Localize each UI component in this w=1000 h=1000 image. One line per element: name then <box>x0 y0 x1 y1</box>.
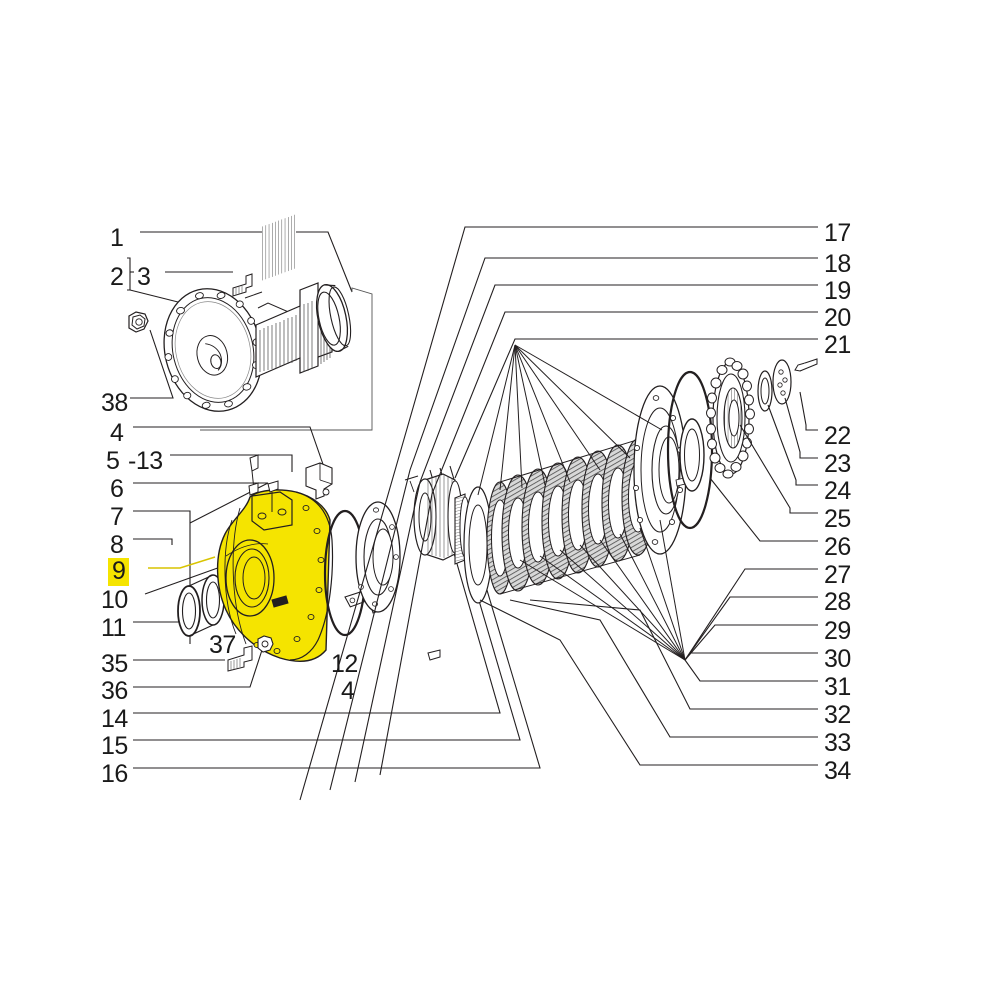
part-label-7: 7 <box>110 503 124 531</box>
part-label-21: 21 <box>824 331 851 359</box>
part-label-24: 24 <box>824 477 851 505</box>
brake-piston <box>404 473 471 661</box>
part-label-20: 20 <box>824 304 851 332</box>
flange-nut-top <box>128 311 149 333</box>
part-label-27: 27 <box>824 561 851 589</box>
carrier-flange <box>632 370 714 555</box>
part-label-36: 36 <box>101 677 128 705</box>
part-label-9: 9 <box>108 558 130 586</box>
part-label-33: 33 <box>824 729 851 757</box>
leader-fan-disc-pack <box>519 519 686 661</box>
friction-disc-pack <box>463 438 655 604</box>
part-label-2: 2 <box>110 263 124 291</box>
part-label-28: 28 <box>824 588 851 616</box>
leader-lines-right-mid <box>739 391 818 514</box>
part-label-4: 4 <box>341 677 355 705</box>
part-label-35: 35 <box>101 650 128 678</box>
washer-and-retainer <box>757 358 818 412</box>
part-label-13: -13 <box>128 447 163 475</box>
hex-bolt-lower <box>227 645 253 672</box>
leader-lines-right-lower <box>479 477 818 766</box>
part-label-38: 38 <box>101 389 128 417</box>
part-label-15: 15 <box>101 732 128 760</box>
part-label-19: 19 <box>824 277 851 305</box>
part-label-10: 10 <box>101 586 128 614</box>
part-label-5: 5 <box>106 447 120 475</box>
leader-lines-right-upper <box>299 226 818 801</box>
part-label-30: 30 <box>824 645 851 673</box>
hex-bolt-top <box>232 273 253 297</box>
part-label-18: 18 <box>824 250 851 278</box>
hub-and-shaft-assembly <box>128 214 373 431</box>
part-label-8: 8 <box>110 531 124 559</box>
part-label-31: 31 <box>824 673 851 701</box>
part-label-16: 16 <box>101 760 128 788</box>
part-label-32: 32 <box>824 701 851 729</box>
part-label-25: 25 <box>824 505 851 533</box>
snap-ring-pair <box>177 574 225 637</box>
part-label-26: 26 <box>824 533 851 561</box>
part-label-29: 29 <box>824 617 851 645</box>
sun-gear <box>706 357 755 479</box>
leader-fan-upper <box>477 344 663 496</box>
flange-nut-lower <box>257 635 274 653</box>
part-label-11: 11 <box>101 614 126 642</box>
part-label-22: 22 <box>824 422 851 450</box>
axle-shaft <box>255 214 333 378</box>
part-label-14: 14 <box>101 705 128 733</box>
part-label-34: 34 <box>824 757 851 785</box>
housing-fittings <box>248 454 383 614</box>
part-label-4: 4 <box>110 419 124 447</box>
part-label-3: 3 <box>137 263 151 291</box>
part-label-17: 17 <box>824 219 851 247</box>
part-label-12: 12 <box>331 650 358 678</box>
seal-ring-top <box>315 283 352 353</box>
part-label-1: 1 <box>110 224 124 252</box>
o-ring-and-flange <box>133 501 401 688</box>
part-label-37: 37 <box>209 631 236 659</box>
part-label-6: 6 <box>110 475 124 503</box>
leader-lines-top-left <box>127 231 353 399</box>
part-label-23: 23 <box>824 450 851 478</box>
